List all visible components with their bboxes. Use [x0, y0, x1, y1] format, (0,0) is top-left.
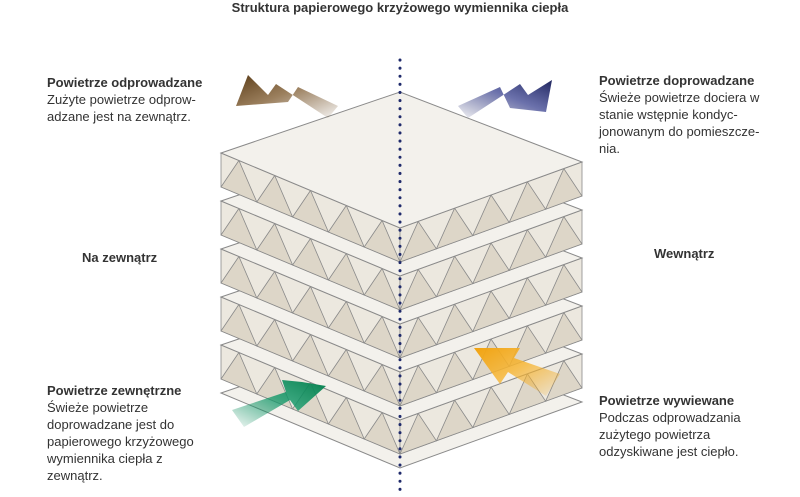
outdoor-air-text: Świeże powietrze doprowadzane jest do pa… — [47, 400, 194, 483]
corrugation-flute — [220, 255, 258, 299]
supply-air-text: Świeże powietrze dociera w stanie wstępn… — [599, 90, 760, 156]
corrugation-flute — [399, 268, 438, 311]
corrugation-flute — [544, 311, 583, 354]
corrugation-flute — [508, 276, 547, 320]
extract-air-heading: Powietrze wywiewane — [599, 393, 735, 408]
corrugation-flute — [435, 255, 474, 298]
exchanger-stack — [219, 91, 584, 469]
corrugation-flute — [472, 242, 510, 285]
corrugation-flute — [256, 222, 294, 266]
corrugation-flute — [220, 303, 258, 347]
corrugation-flute — [327, 204, 365, 248]
corrugation-flute — [363, 219, 401, 263]
outside-label: Na zewnątrz — [82, 250, 158, 265]
outdoor-air-block: Powietrze zewnętrzne Świeże powietrze do… — [47, 382, 247, 484]
corrugation-flute — [363, 315, 401, 359]
supply-air-arrow — [458, 80, 552, 118]
corrugation-flute — [399, 316, 438, 359]
corrugation-flute — [256, 318, 294, 362]
corrugation-flute — [544, 215, 583, 258]
extract-air-arrow — [474, 348, 560, 396]
supply-air-heading: Powietrze doprowadzane — [599, 73, 755, 88]
corrugation-flute — [544, 167, 583, 210]
corrugation-flute — [220, 207, 258, 251]
corrugation-flute — [508, 180, 547, 224]
corrugation-flute — [435, 351, 474, 394]
corrugation-flute — [435, 207, 474, 250]
corrugation-flute — [472, 290, 510, 333]
outdoor-air-arrow — [232, 380, 326, 427]
corrugation-flute — [435, 399, 474, 442]
corrugation-flute — [256, 174, 294, 218]
corrugation-flute — [544, 263, 583, 306]
supply-air-block: Powietrze doprowadzane Świeże powietrze … — [599, 72, 799, 157]
exhaust-air-heading: Powietrze odprowadzane — [47, 75, 203, 90]
corrugation-flute — [435, 303, 474, 346]
inside-label: Wewnątrz — [654, 246, 715, 261]
diagram-title: Struktura papierowego krzyżowego wymienn… — [231, 0, 569, 15]
corrugation-flute — [327, 252, 365, 296]
exhaust-air-block: Powietrze odprowadzane Zużyte powietrze … — [47, 74, 247, 125]
corrugation-flute — [472, 386, 510, 429]
exhaust-air-arrow — [236, 75, 338, 118]
corrugation-flute — [291, 285, 330, 329]
corrugation-flute — [508, 324, 547, 368]
corrugation-flute — [291, 237, 330, 281]
corrugation-flute — [363, 363, 401, 407]
corrugation-flute — [399, 220, 438, 263]
exhaust-air-text: Zużyte powietrze odprow- adzane jest na … — [47, 92, 196, 124]
corrugation-flute — [399, 412, 438, 455]
corrugation-flute — [291, 333, 330, 377]
extract-air-block: Powietrze wywiewane Podczas odprowadzani… — [599, 392, 799, 460]
corrugation-flute — [327, 300, 365, 344]
corrugation-flute — [363, 267, 401, 311]
corrugation-flute — [291, 189, 330, 233]
corrugation-flute — [508, 228, 547, 272]
corrugation-flute — [256, 270, 294, 314]
corrugation-flute — [363, 411, 401, 455]
corrugation-flute — [220, 159, 258, 203]
corrugation-flute — [327, 348, 365, 392]
corrugation-flute — [327, 396, 365, 440]
corrugation-flute — [399, 364, 438, 407]
exchanger-plate — [219, 91, 584, 229]
corrugation-flute — [472, 194, 510, 237]
corrugation-flute — [220, 351, 258, 395]
outdoor-air-heading: Powietrze zewnętrzne — [47, 383, 182, 398]
extract-air-text: Podczas odprowadzania zużytego powietrza… — [599, 410, 741, 459]
